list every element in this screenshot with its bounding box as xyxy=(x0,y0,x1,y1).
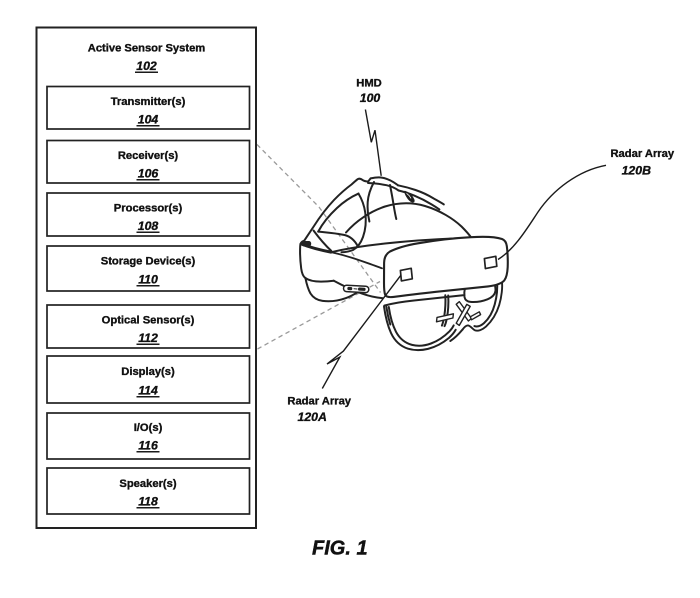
svg-text:102: 102 xyxy=(136,59,157,73)
svg-text:HMD: HMD xyxy=(356,78,381,90)
svg-text:120A: 120A xyxy=(297,410,326,424)
svg-text:118: 118 xyxy=(138,495,158,509)
svg-text:104: 104 xyxy=(138,113,159,127)
svg-text:Display(s): Display(s) xyxy=(121,366,175,378)
svg-text:Active Sensor System: Active Sensor System xyxy=(88,43,206,55)
svg-text:Transmitter(s): Transmitter(s) xyxy=(111,96,186,108)
svg-text:Processor(s): Processor(s) xyxy=(114,203,183,215)
svg-text:100: 100 xyxy=(360,91,381,105)
svg-text:114: 114 xyxy=(138,384,158,398)
svg-text:Receiver(s): Receiver(s) xyxy=(118,150,179,162)
svg-text:Speaker(s): Speaker(s) xyxy=(119,478,176,490)
svg-text:I/O(s): I/O(s) xyxy=(134,422,163,434)
svg-text:Storage Device(s): Storage Device(s) xyxy=(101,256,196,268)
svg-text:Radar Array: Radar Array xyxy=(287,395,351,407)
svg-text:110: 110 xyxy=(138,273,158,287)
svg-text:Radar Array: Radar Array xyxy=(610,148,674,160)
svg-text:120B: 120B xyxy=(622,164,652,178)
svg-text:Optical Sensor(s): Optical Sensor(s) xyxy=(102,315,195,327)
svg-text:FIG. 1: FIG. 1 xyxy=(312,538,368,560)
svg-text:108: 108 xyxy=(138,219,159,233)
svg-text:112: 112 xyxy=(138,331,158,345)
svg-text:106: 106 xyxy=(138,167,159,181)
svg-text:116: 116 xyxy=(138,439,158,453)
